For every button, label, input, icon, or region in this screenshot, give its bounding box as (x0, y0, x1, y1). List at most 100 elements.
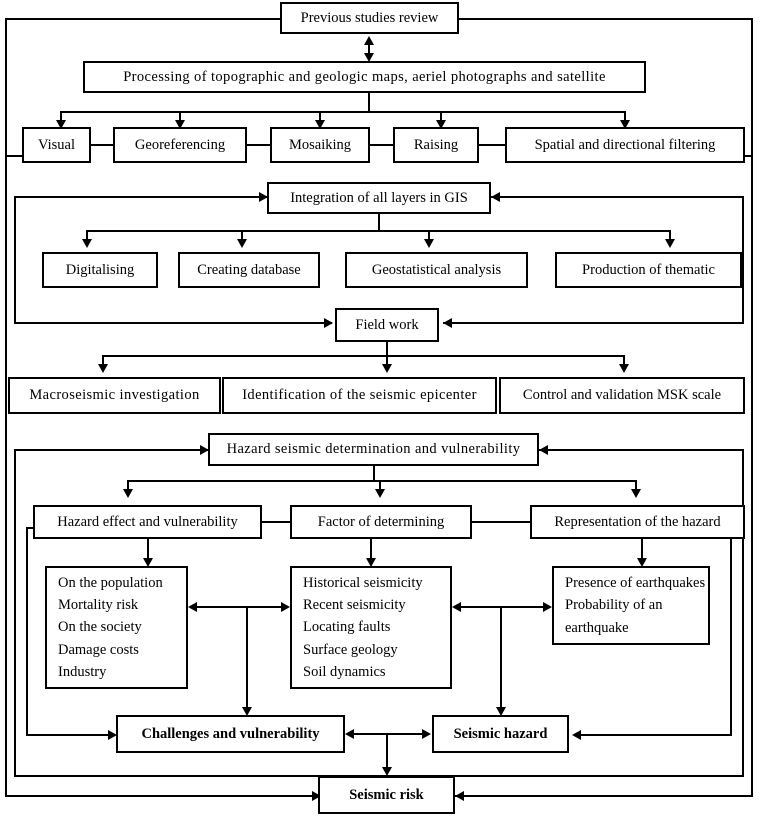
node-georeferencing[interactable]: Georeferencing (113, 127, 247, 163)
hazard-determination-fanout-bus (127, 480, 637, 482)
dropline-left-middle (246, 606, 248, 709)
link-hazard-effect-factor (261, 521, 291, 523)
link-raising-spatial (478, 144, 506, 146)
inner-right-loop-bottom (581, 734, 732, 736)
link-spatial-to-frame (744, 155, 753, 157)
arrow-down-factor-determining (375, 489, 385, 498)
arrow-into-hazard-determination-left (200, 445, 209, 455)
integration-fanout-bus (86, 230, 671, 232)
list-item: Industry (58, 663, 107, 680)
inner-right-loop-vline (730, 527, 732, 736)
arrow-down-macroseismic (98, 364, 108, 373)
loop2-bottom-right-line (443, 322, 744, 324)
arrow-down-identification (382, 364, 392, 373)
branch-control-msk (623, 355, 625, 366)
node-previous-studies-review[interactable]: Previous studies review (280, 2, 459, 34)
branch-factor-determining (379, 480, 381, 491)
bidir-left-middle-line (196, 606, 282, 608)
arrow-down-to-processing (364, 53, 374, 62)
connector-previous-to-processing (368, 40, 370, 58)
list-representation-items[interactable]: Presence of earthquakes Probability of a… (552, 566, 710, 645)
list-item: On the society (58, 619, 142, 636)
arrow-into-field-work-left (324, 318, 333, 328)
list-item: Mortality risk (58, 597, 139, 614)
processing-fanout-bus (60, 111, 626, 113)
node-creating-database[interactable]: Creating database (178, 252, 320, 288)
node-visual[interactable]: Visual (22, 127, 91, 163)
arrow-down-mosaiking (315, 120, 325, 129)
branch-representation (635, 480, 637, 491)
node-spatial-filtering[interactable]: Spatial and directional filtering (505, 127, 745, 163)
node-hazard-seismic-determination[interactable]: Hazard seismic determination and vulnera… (208, 433, 539, 466)
arrow-down-to-seismic-hazard (496, 707, 506, 716)
node-representation-hazard[interactable]: Representation of the hazard (530, 505, 745, 539)
node-field-work[interactable]: Field work (335, 308, 439, 342)
bidir-challenges-hazard-line (353, 733, 423, 735)
arrow-up-to-previous-studies (364, 36, 374, 45)
dropline-to-seismic-risk (386, 733, 388, 769)
loop3-right-line (742, 449, 744, 777)
arrow-down-seismic-risk (382, 767, 392, 776)
list-item: Recent seismicity (303, 597, 406, 614)
loop2-left-line (14, 196, 16, 323)
node-processing[interactable]: Processing of topographic and geologic m… (83, 61, 646, 93)
node-raising[interactable]: Raising (393, 127, 479, 163)
link-visual-georeferencing (90, 144, 114, 146)
node-identification-epicenter[interactable]: Identification of the seismic epicenter (222, 377, 497, 414)
list-item: earthquake (565, 619, 629, 636)
node-geostatistical-analysis[interactable]: Geostatistical analysis (345, 252, 528, 288)
list-factor-items[interactable]: Historical seismicity Recent seismicity … (290, 566, 452, 689)
node-challenges-vulnerability[interactable]: Challenges and vulnerability (116, 715, 345, 753)
list-item: Surface geology (303, 641, 398, 658)
loop3-left-line (14, 449, 16, 777)
node-integration-gis[interactable]: Integration of all layers in GIS (267, 182, 491, 214)
arrow-down-geostatistical (424, 239, 434, 248)
loop3-top-right-line (539, 449, 744, 451)
arrow-right-toward-representation-list (543, 602, 552, 612)
arrow-down-control-msk (619, 364, 629, 373)
node-seismic-hazard[interactable]: Seismic hazard (432, 715, 569, 753)
arrow-down-spatial-filtering (620, 120, 630, 129)
branch-hazard-effect (127, 480, 129, 491)
node-seismic-risk[interactable]: Seismic risk (318, 776, 455, 814)
outer-frame-top-left-line (5, 18, 280, 20)
link-mosaiking-raising (369, 144, 394, 146)
node-digitalising[interactable]: Digitalising (42, 252, 158, 288)
branch-production-thematic (669, 230, 671, 241)
arrow-left-toward-challenges (345, 729, 354, 739)
inner-left-loop-vline (26, 527, 28, 736)
list-item: Soil dynamics (303, 663, 386, 680)
list-item: Locating faults (303, 619, 391, 636)
outer-frame-top-right-line (459, 18, 753, 20)
arrow-into-integration-left (259, 192, 268, 202)
node-control-validation-msk[interactable]: Control and validation MSK scale (499, 377, 745, 414)
outer-frame-bottom-right-line (455, 795, 751, 797)
node-production-thematic[interactable]: Production of thematic (555, 252, 742, 288)
node-mosaiking[interactable]: Mosaiking (270, 127, 370, 163)
node-hazard-effect-vulnerability[interactable]: Hazard effect and vulnerability (33, 505, 262, 539)
outer-frame-bottom-left-line (5, 795, 320, 797)
arrow-right-toward-factor-list (281, 602, 290, 612)
arrow-into-hazard-determination-right (539, 445, 548, 455)
node-macroseismic-investigation[interactable]: Macroseismic investigation (8, 377, 221, 414)
list-hazard-effect-items[interactable]: On the population Mortality risk On the … (45, 566, 188, 689)
branch-macroseismic (102, 355, 104, 366)
branch-digitalising (86, 230, 88, 241)
connector-factor-to-list (370, 539, 372, 560)
arrow-down-to-challenges (242, 707, 252, 716)
fieldwork-stem (386, 342, 388, 357)
node-factor-determining[interactable]: Factor of determining (290, 505, 472, 539)
arrow-into-field-work-right (443, 318, 452, 328)
arrow-down-digitalising (82, 239, 92, 248)
branch-georeferencing (179, 111, 181, 122)
loop2-top-left-line (14, 196, 267, 198)
arrow-into-seismic-risk-left (312, 791, 321, 801)
arrow-down-representation-list (637, 558, 647, 567)
link-factor-representation (471, 521, 531, 523)
dropline-middle-right (500, 606, 502, 709)
hazard-determination-stem (373, 466, 375, 482)
link-frame-to-visual (5, 155, 23, 157)
list-item: On the population (58, 575, 163, 592)
integration-stem (378, 214, 380, 232)
